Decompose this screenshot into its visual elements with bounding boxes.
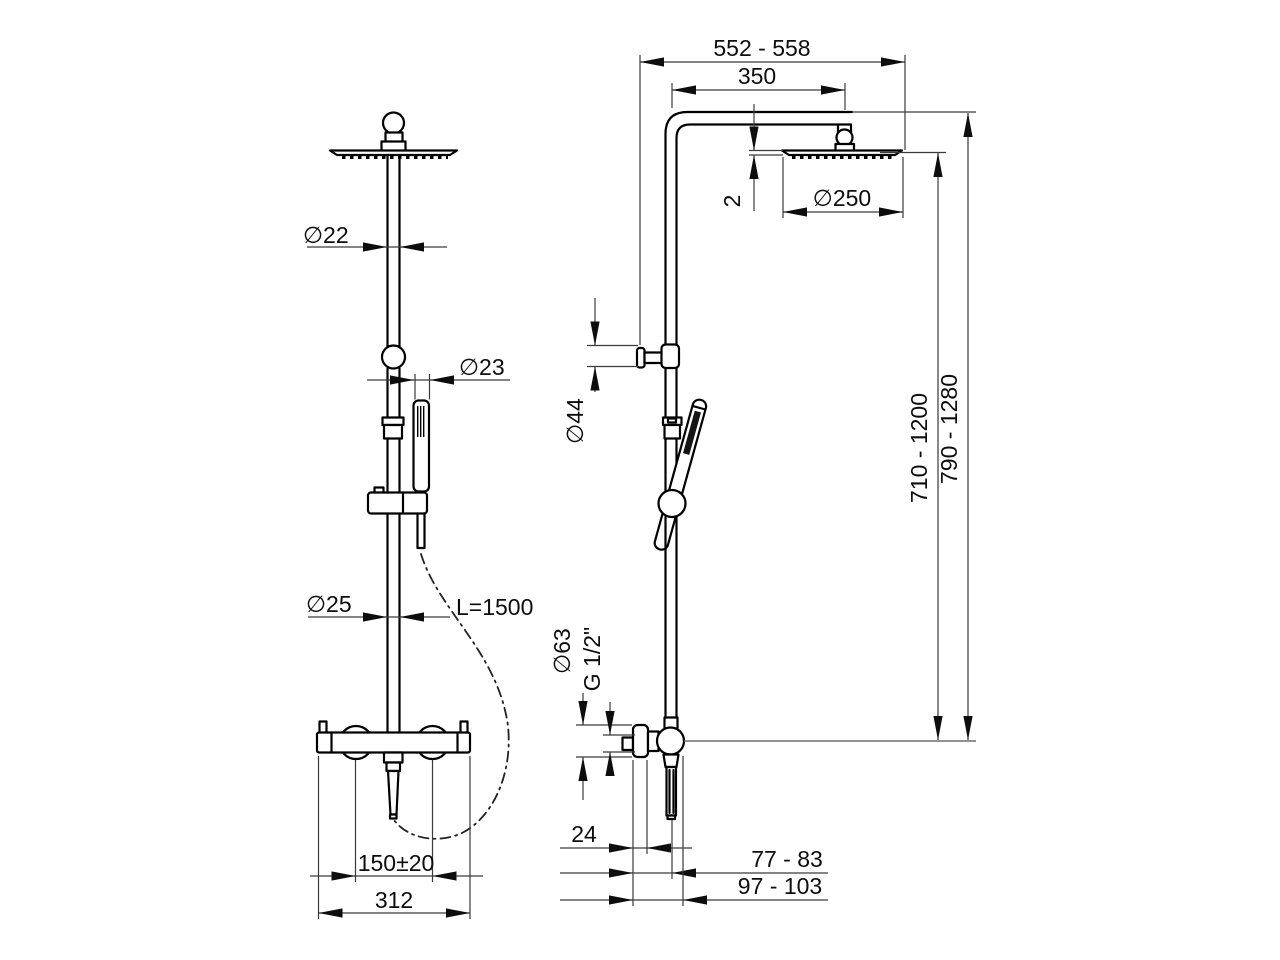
dim-arm-projection: 350: [671, 63, 846, 110]
dim-label-escutcheon-diameter: ∅63: [549, 628, 575, 674]
front-view: [315, 111, 510, 840]
front-hose: [393, 553, 510, 840]
dim-label-flange-depth: 24: [571, 821, 597, 847]
dim-label-height-overall: 790 - 1280: [936, 374, 962, 484]
dim-head-diameter: ∅250: [782, 157, 904, 218]
dim-height-overall: 790 - 1280: [852, 111, 976, 740]
dim-thread-size: G 1/2": [579, 627, 635, 776]
dim-label-overall-width: 552 - 558: [713, 35, 810, 61]
front-outlet: [386, 769, 400, 816]
dim-head-thickness: 2: [719, 104, 783, 211]
dim-label-thread-size: G 1/2": [579, 627, 605, 691]
dim-body-width: 312: [317, 756, 471, 919]
dim-label-head-diameter: ∅250: [813, 185, 871, 211]
side-holder-pivot: [657, 488, 687, 519]
dim-label-dia23: ∅23: [459, 354, 505, 380]
front-pipe-knuckle: [380, 344, 407, 370]
dim-label-pipe-offset: 77 - 83: [751, 846, 823, 872]
front-mixer-body: [315, 731, 472, 754]
dim-handshower-dia-23: ∅23: [367, 354, 510, 400]
front-showerhead-disc: [328, 149, 459, 157]
dim-pipe-dia-22: ∅22: [303, 222, 447, 252]
dim-height-riser: 710 - 1200: [880, 151, 946, 740]
side-showerhead-disc: [780, 149, 904, 157]
side-escutcheon: [631, 723, 650, 759]
dim-label-dia22: ∅22: [303, 222, 349, 248]
dim-total-depth: 97 - 103: [560, 756, 828, 906]
dim-label-head-thickness: 2: [719, 195, 745, 208]
dim-escutcheon-diameter: ∅63: [549, 628, 632, 800]
dim-label-dia25: ∅25: [306, 591, 352, 617]
dim-label-body-width: 312: [375, 887, 413, 913]
dim-label-inlet-spacing: 150±20: [358, 850, 435, 876]
side-diverter-knob: [635, 346, 646, 369]
dim-label-hose-length: L=1500: [456, 594, 533, 620]
dim-pipe-dia-25: ∅25 L=1500: [306, 591, 533, 622]
dim-inlet-spacing: 150±20: [310, 760, 483, 882]
dim-label-diverter-diameter: ∅44: [562, 398, 588, 444]
front-slider-bracket: [366, 491, 429, 515]
dim-label-arm-projection: 350: [738, 63, 776, 89]
dim-label-total-depth: 97 - 103: [738, 873, 822, 899]
dim-pipe-offset: 77 - 83: [560, 820, 828, 879]
dim-label-height-riser: 710 - 1200: [906, 393, 932, 503]
side-wall-union: [621, 736, 635, 752]
dim-flange-depth: 24: [560, 760, 692, 906]
dim-overall-width: 552 - 558: [639, 35, 906, 345]
side-view: [621, 110, 976, 821]
dimensions: ∅22 ∅23 ∅25 L=1500 150±20: [303, 35, 976, 919]
dim-diverter-diameter: ∅44: [562, 298, 638, 444]
side-valve-body: [655, 726, 686, 756]
